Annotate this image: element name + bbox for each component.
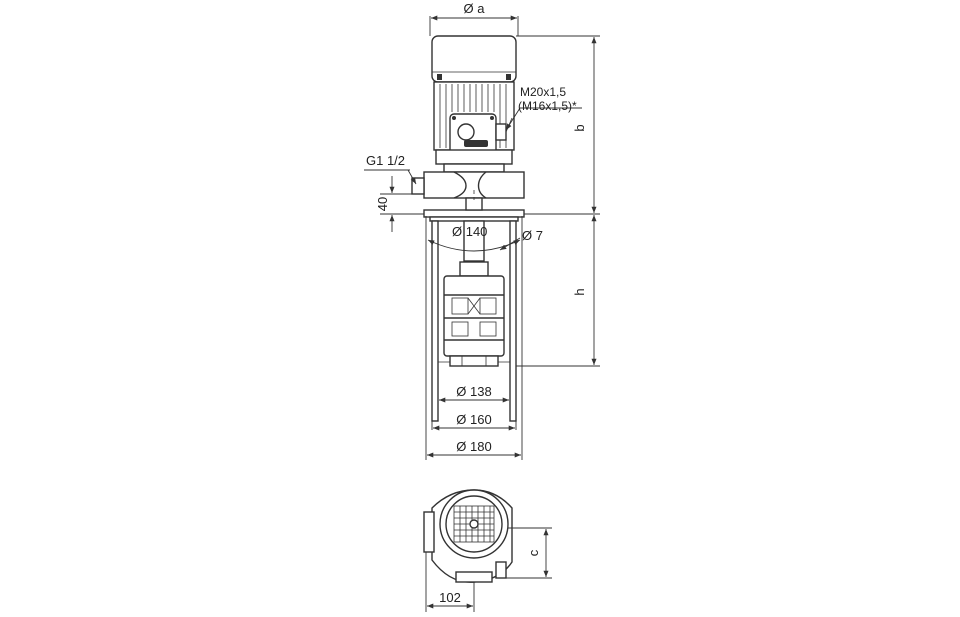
dim-label-b: b bbox=[572, 124, 587, 131]
dim-label-dia-140: Ø 140 bbox=[452, 224, 487, 239]
brand-logo-icon bbox=[464, 140, 488, 147]
dim-label-a: Ø a bbox=[464, 1, 486, 16]
motor-cooling-fins bbox=[439, 84, 507, 148]
dim-label-g-thread: G1 1/2 bbox=[366, 153, 405, 168]
dim-label-dia-7: Ø 7 bbox=[522, 228, 543, 243]
dim-label-dia-160: Ø 160 bbox=[456, 412, 491, 427]
dimension-lines bbox=[364, 15, 600, 460]
dim-label-c: c bbox=[526, 549, 541, 556]
dim-label-thread-main: M20x1,5 bbox=[520, 85, 566, 99]
dim-label-dia-180: Ø 180 bbox=[456, 439, 491, 454]
dim-label-dia-138: Ø 138 bbox=[456, 384, 491, 399]
pump-stage-housing bbox=[443, 275, 505, 357]
pump-side-view bbox=[411, 35, 525, 422]
dim-label-102: 102 bbox=[439, 590, 461, 605]
dim-label-40: 40 bbox=[375, 197, 390, 211]
dim-label-h: h bbox=[572, 288, 587, 295]
pump-top-view bbox=[423, 489, 513, 583]
dim-label-thread-alt: (M16x1,5)* bbox=[518, 99, 577, 113]
top-view-dimensions bbox=[425, 527, 552, 612]
